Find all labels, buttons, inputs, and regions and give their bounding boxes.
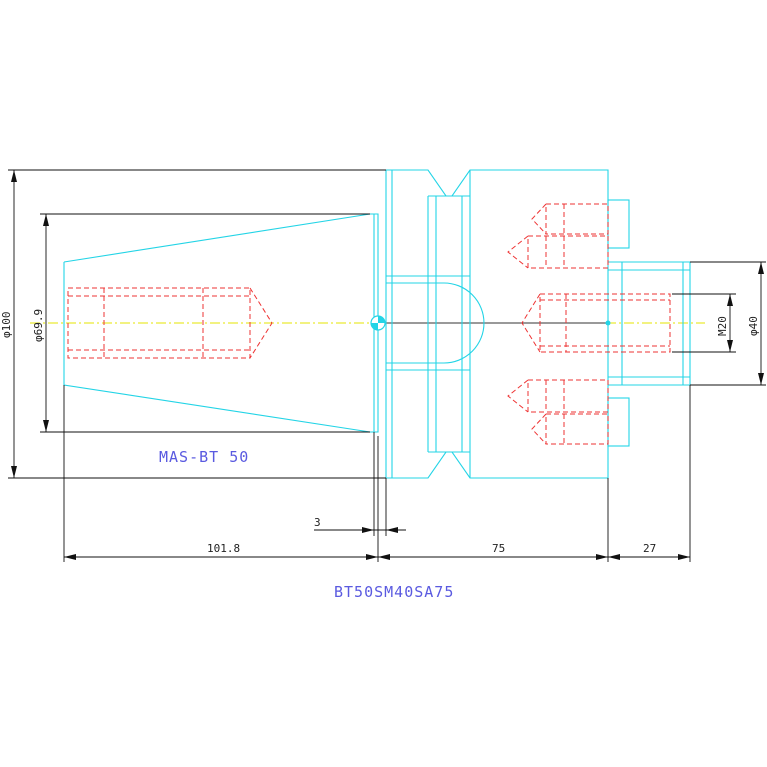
dim-label-75: 75 xyxy=(492,542,505,555)
dim-chain-lengths: 101.8 75 27 xyxy=(63,385,691,562)
hidden-threads xyxy=(67,203,671,445)
dim-label-40: φ40 xyxy=(747,316,760,336)
part-number-label: BT50SM40SA75 xyxy=(334,583,454,601)
taper-label: MAS-BT 50 xyxy=(159,448,249,466)
dim-label-m20: M20 xyxy=(716,316,729,336)
dim-dia-40: φ40 xyxy=(690,261,766,386)
dim-m20: M20 xyxy=(672,293,736,353)
pilot-nose xyxy=(608,261,691,386)
dim-label-27: 27 xyxy=(643,542,656,555)
dim-label-3: 3 xyxy=(314,516,321,529)
dim-len-3: 3 xyxy=(314,432,406,536)
center-dot xyxy=(605,320,611,326)
dim-dia-100: φ100 xyxy=(0,169,386,479)
dim-label-100: φ100 xyxy=(0,312,13,339)
dim-label-101-8: 101.8 xyxy=(207,542,240,555)
dim-dia-69-9: φ69.9 xyxy=(32,213,370,433)
flange xyxy=(385,169,609,479)
dim-label-69-9: φ69.9 xyxy=(32,309,45,342)
